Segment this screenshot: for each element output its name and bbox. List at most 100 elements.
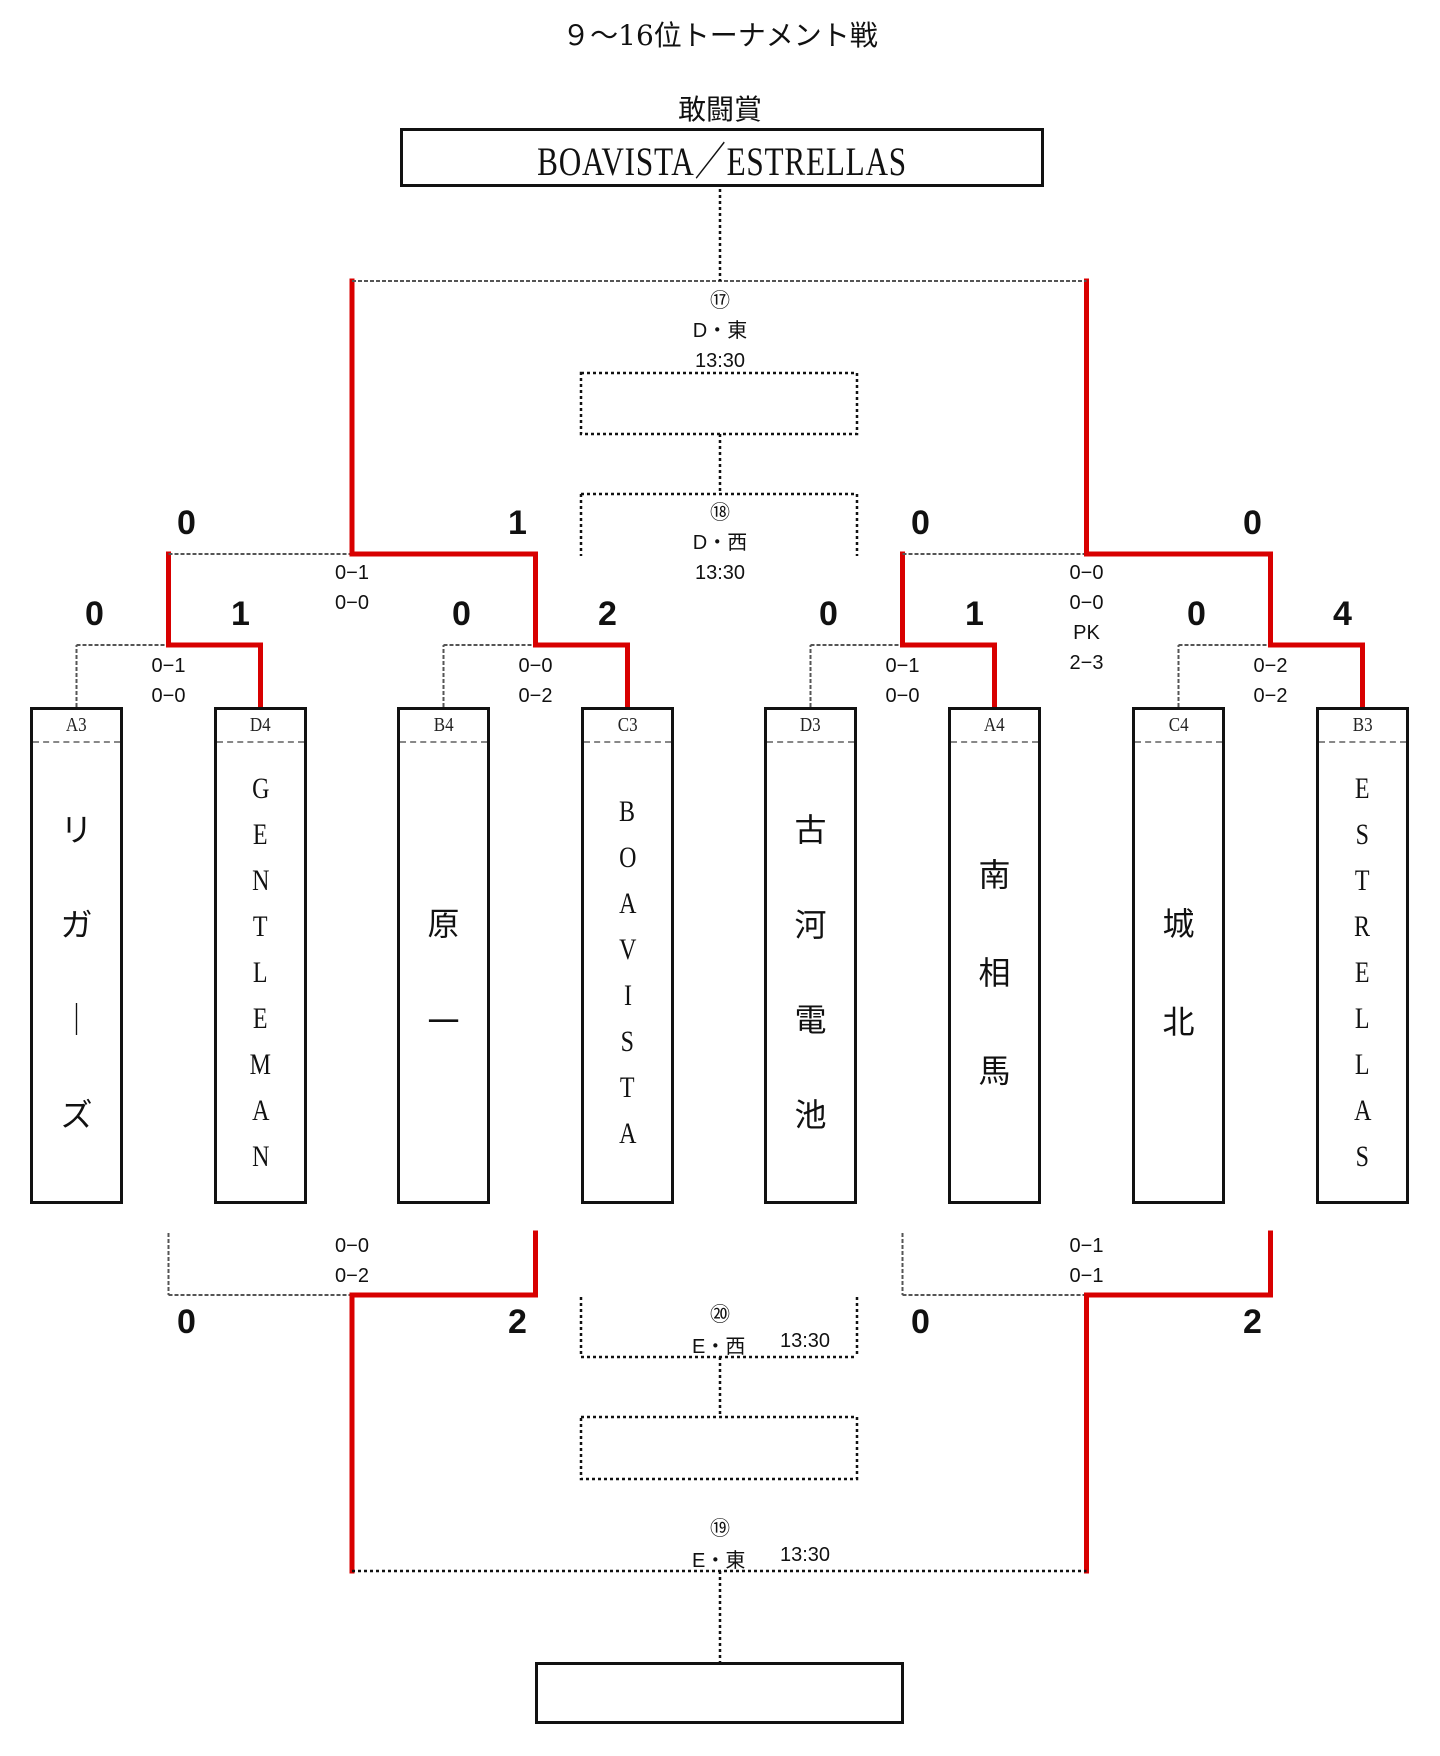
team-name-char: A <box>251 1093 270 1127</box>
team-name-char: T <box>253 909 268 943</box>
half-score: 0−2 <box>1253 685 1288 707</box>
team-name-char: ガ <box>60 905 93 944</box>
half-score: 0−1 <box>1069 1265 1104 1287</box>
half-score: 0−1 <box>1069 1235 1104 1257</box>
team-group-text: D4 <box>250 714 271 736</box>
round2-score-left: 0 <box>911 504 930 542</box>
award-winners-box: BOAVISTA／ESTRELLAS <box>400 128 1044 187</box>
team-group-label: B4 <box>400 710 487 743</box>
half-score: 0−2 <box>335 1265 369 1287</box>
half-score: PK <box>1073 622 1100 644</box>
team-name-char: L <box>253 955 268 989</box>
round1-score-left: 0 <box>819 595 838 633</box>
half-score: 0−0 <box>885 685 920 707</box>
half-score: 0−0 <box>151 685 186 707</box>
team-name: 古河電池 <box>767 744 854 1201</box>
match-19-number: ⑲ <box>710 1518 730 1540</box>
team-name-char: L <box>1355 1001 1370 1035</box>
half-score: 0−0 <box>335 1235 369 1257</box>
round2-score-right: 1 <box>508 504 527 542</box>
match20-result-box <box>579 1415 859 1481</box>
team-name-char: ｜ <box>60 1000 93 1039</box>
match-18-venue: D・西 <box>692 532 748 554</box>
match-19-time: 13:30 <box>780 1544 831 1566</box>
round2-score-right: 0 <box>1243 504 1262 542</box>
match-18-info: ⑱ D・西 13:30 <box>693 498 747 588</box>
half-score: 0−0 <box>518 655 553 677</box>
team-name-char: I <box>623 978 632 1012</box>
match-20-number: ⑳ <box>710 1304 730 1326</box>
round1-score-right: 4 <box>1333 595 1352 633</box>
team-name-char: 電 <box>794 1000 827 1039</box>
half-score: 0−1 <box>885 655 920 677</box>
round1-score-right: 1 <box>231 595 250 633</box>
team-name-char: E <box>253 817 268 851</box>
team-name-char: B <box>619 794 636 828</box>
team-group-label: C4 <box>1135 710 1222 743</box>
team-group-label: B3 <box>1319 710 1406 743</box>
team-name-char: ズ <box>60 1095 93 1134</box>
team-name-char: L <box>1355 1047 1370 1081</box>
team-name-char: S <box>1355 1139 1370 1173</box>
team-name: 原一 <box>400 744 487 1201</box>
team-name-char: 馬 <box>978 1051 1011 1090</box>
team-name-char: M <box>249 1047 272 1081</box>
page-title: ９～16位トーナメント戦 <box>562 19 878 52</box>
match17-result-box <box>579 371 859 436</box>
team-name-char: A <box>618 886 637 920</box>
lower-score-left: 0 <box>177 1303 196 1341</box>
round1-score-left: 0 <box>1187 595 1206 633</box>
team-name: リガ ｜ ズ <box>33 744 120 1201</box>
round2-score-left: 0 <box>177 504 196 542</box>
team-name-char: E <box>1355 955 1370 989</box>
half-score: 0−2 <box>1253 655 1288 677</box>
team-name-char: リ <box>60 810 93 849</box>
award-label: 敢闘賞 <box>677 93 762 126</box>
match-17-venue: D・東 <box>692 320 748 342</box>
team-name-char: 原 <box>427 904 460 943</box>
team-group-label: A3 <box>33 710 120 743</box>
team-name-char: T <box>620 1070 635 1104</box>
team-name: 南相馬 <box>951 744 1038 1201</box>
team-name-char: N <box>251 863 270 897</box>
team-group-text: B4 <box>433 714 454 736</box>
team-name-char: 一 <box>427 1002 460 1041</box>
team-group-text: C4 <box>1168 714 1189 736</box>
team-name-char: O <box>618 840 637 874</box>
team-name-char: 古 <box>794 810 827 849</box>
team-group-text: A4 <box>984 714 1005 736</box>
half-score: 2−3 <box>1069 652 1104 674</box>
round1-score-left: 0 <box>452 595 471 633</box>
team-group-text: B3 <box>1352 714 1373 736</box>
half-score: 0−2 <box>518 685 553 707</box>
lower-score-right: 2 <box>508 1303 527 1341</box>
match-17-number: ⑰ <box>709 290 730 312</box>
round1-score-left: 0 <box>85 595 104 633</box>
team-name-char: 河 <box>794 905 827 944</box>
team-name-char: G <box>251 771 270 805</box>
team-name-char: 北 <box>1162 1002 1195 1041</box>
team-name-char: R <box>1354 909 1371 943</box>
team-group-text: A3 <box>66 714 87 736</box>
team-name-char: S <box>1355 817 1370 851</box>
round1-score-right: 2 <box>598 595 617 633</box>
team-name-char: E <box>253 1001 268 1035</box>
team-name-char: 相 <box>978 953 1011 992</box>
team-group-text: D3 <box>800 714 821 736</box>
lower-score-right: 2 <box>1243 1303 1262 1341</box>
team-name-char: V <box>618 932 637 966</box>
team-name-char: E <box>1355 771 1370 805</box>
team-group-text: C3 <box>617 714 638 736</box>
team-name-char: T <box>1355 863 1370 897</box>
match-20-time: 13:30 <box>780 1330 831 1352</box>
